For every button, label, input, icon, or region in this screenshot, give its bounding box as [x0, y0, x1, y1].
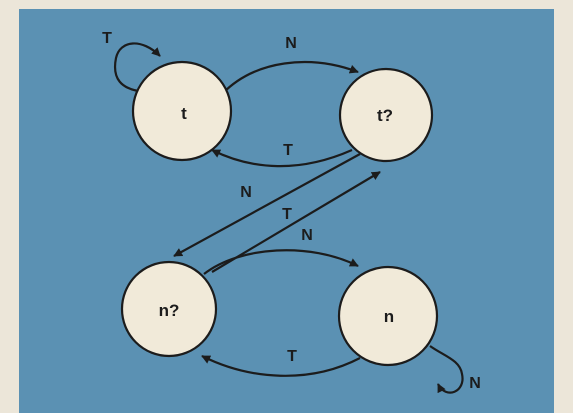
state-n-label: n: [384, 307, 394, 326]
edge-t-to-t-maybe-label: N: [285, 35, 297, 52]
edge-n-to-n-maybe: [201, 355, 361, 377]
states: [120, 60, 439, 367]
edge-n-maybe-to-n-label: N: [301, 227, 313, 244]
edge-t-self: [113, 42, 161, 94]
state-n-maybe-node: [120, 260, 218, 358]
edge-n-maybe-to-t-maybe-label: T: [282, 206, 292, 223]
edge-t-self-label: T: [102, 30, 112, 47]
edge-n-self: [429, 345, 464, 394]
state-t-maybe-node: [338, 67, 434, 163]
edge-n-to-n-maybe-label: T: [287, 348, 297, 365]
edge-n-self-label: N: [469, 375, 481, 392]
state-t-label: t: [181, 104, 187, 123]
state-t-maybe-label: t?: [377, 106, 393, 125]
edge-t-maybe-to-t: [211, 148, 353, 168]
edge-t-maybe-to-n-maybe-label: N: [240, 184, 252, 201]
edge-t-maybe-to-n-maybe: [173, 153, 361, 257]
edge-n-maybe-to-n: [203, 249, 359, 275]
state-n-node: [337, 265, 439, 367]
edges: [113, 42, 464, 394]
state-t-node: [131, 60, 233, 162]
edge-t-to-t-maybe: [221, 61, 359, 95]
diagram-panel: [19, 9, 554, 413]
state-n-maybe-label: n?: [159, 301, 180, 320]
edge-t-maybe-to-t-label: T: [283, 142, 293, 159]
